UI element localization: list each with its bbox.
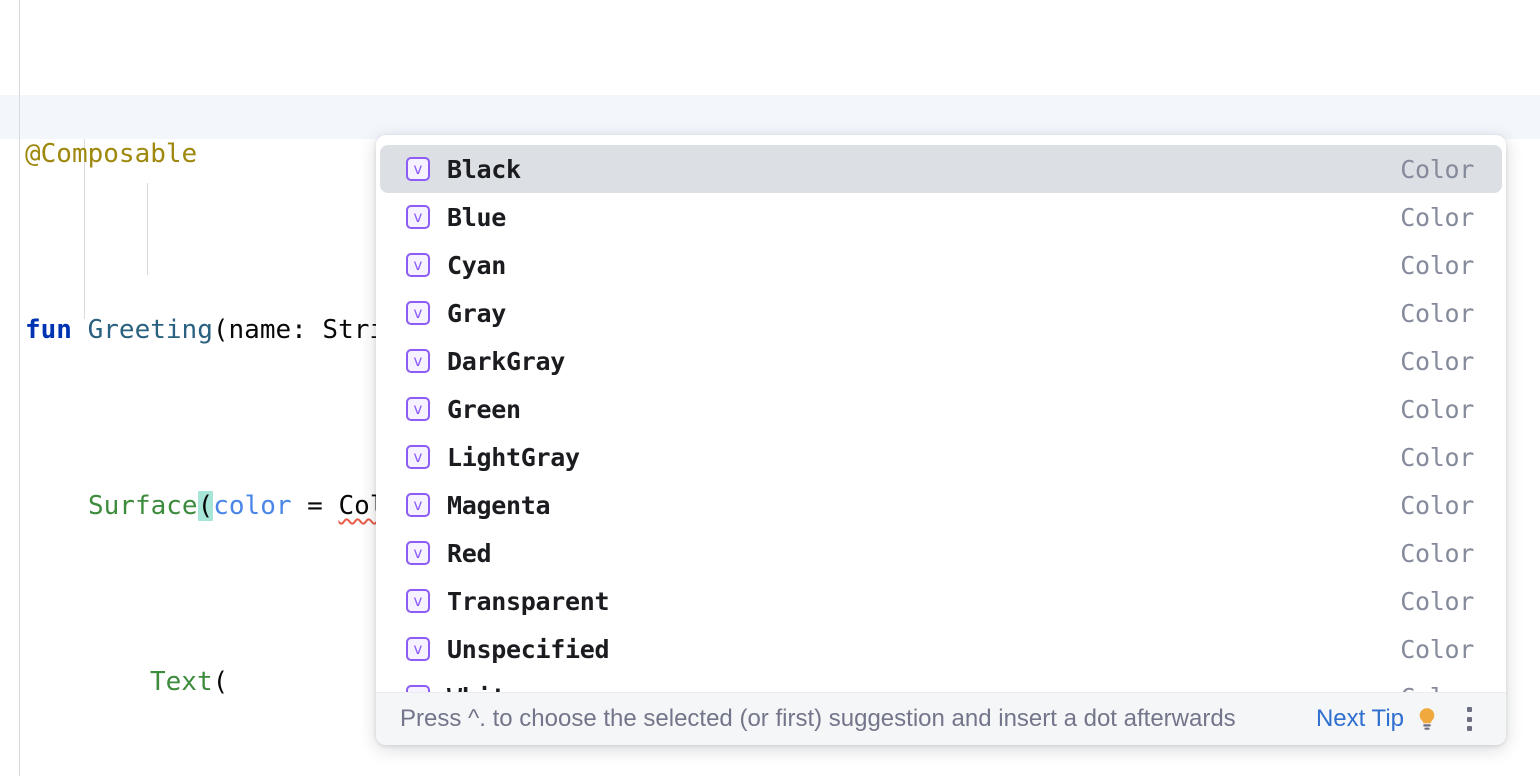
code-line-1: @Composable xyxy=(0,132,1540,176)
equals-token: = xyxy=(291,491,339,521)
completion-item-green[interactable]: v Green Color xyxy=(380,385,1502,433)
kebab-dot xyxy=(1466,716,1472,722)
property-v-icon: v xyxy=(406,157,430,181)
completion-item-darkgray[interactable]: v DarkGray Color xyxy=(380,337,1502,385)
property-v-icon: v xyxy=(406,589,430,613)
completion-item-unspecified[interactable]: v Unspecified Color xyxy=(380,625,1502,673)
completion-item-transparent[interactable]: v Transparent Color xyxy=(380,577,1502,625)
completion-item-magenta[interactable]: v Magenta Color xyxy=(380,481,1502,529)
property-v-icon: v xyxy=(406,493,430,517)
completion-item-label: Red xyxy=(447,538,492,568)
text-open-paren: ( xyxy=(212,667,229,697)
completion-item-type: Color xyxy=(1400,346,1474,376)
code-line-4: Text( xyxy=(0,660,1540,704)
completion-item-type: Color xyxy=(1400,634,1474,664)
kebab-dot xyxy=(1466,707,1472,712)
property-v-icon: v xyxy=(406,637,430,661)
surface-call-token: Surface xyxy=(88,491,198,521)
completion-item-type: Color xyxy=(1400,490,1474,520)
property-v-icon: v xyxy=(406,205,430,229)
completion-item-cyan[interactable]: v Cyan Color xyxy=(380,241,1502,289)
completion-item-red[interactable]: v Red Color xyxy=(380,529,1502,577)
annotation-token: @Composable xyxy=(25,139,198,169)
completion-item-label: Unspecified xyxy=(447,634,610,664)
completion-item-label: Green xyxy=(447,394,521,424)
space xyxy=(72,315,88,345)
named-arg-color-token: color xyxy=(213,491,292,521)
completion-hint-bar: Press ^. to choose the selected (or firs… xyxy=(376,692,1506,745)
completion-item-black[interactable]: v Black Color xyxy=(380,145,1502,193)
next-tip-link[interactable]: Next Tip xyxy=(1315,705,1404,732)
completion-item-type: Color xyxy=(1400,154,1474,184)
completion-item-label: Black xyxy=(447,154,521,184)
completion-item-label: Gray xyxy=(447,298,507,328)
property-v-icon: v xyxy=(406,541,430,565)
property-v-icon: v xyxy=(406,301,430,325)
completion-item-type: Color xyxy=(1400,442,1474,472)
kebab-menu-icon[interactable] xyxy=(1458,705,1480,733)
completion-item-label: Blue xyxy=(447,202,507,232)
completion-item-label: LightGray xyxy=(447,442,580,472)
keyword-fun-token: fun xyxy=(25,315,72,345)
completion-item-type: Color xyxy=(1400,202,1474,232)
completion-item-type: Color xyxy=(1400,250,1474,280)
completion-item-label: Cyan xyxy=(447,250,507,280)
matched-open-paren: ( xyxy=(197,491,214,521)
gutter-divider xyxy=(19,0,20,776)
property-v-icon: v xyxy=(406,253,430,277)
completion-item-gray[interactable]: v Gray Color xyxy=(380,289,1502,337)
indent-guide xyxy=(147,183,148,275)
completion-item-type: Color xyxy=(1400,538,1474,568)
caret-line-highlight xyxy=(0,95,1540,139)
property-v-icon: v xyxy=(406,445,430,469)
completion-item-type: Color xyxy=(1400,298,1474,328)
property-v-icon: v xyxy=(406,397,430,421)
completion-item-label: DarkGray xyxy=(447,346,566,376)
kebab-dot xyxy=(1466,726,1472,731)
completion-item-label: Magenta xyxy=(447,490,551,520)
completion-item-label: Transparent xyxy=(447,586,610,616)
completion-item-type: Color xyxy=(1400,394,1474,424)
completion-item-lightgray[interactable]: v LightGray Color xyxy=(380,433,1502,481)
text-call-token: Text xyxy=(150,667,213,697)
hint-text: Press ^. to choose the selected (or firs… xyxy=(400,705,1236,732)
indent-guide xyxy=(84,139,85,319)
property-v-icon: v xyxy=(406,349,430,373)
function-name-token: Greeting xyxy=(87,315,213,345)
lightbulb-icon[interactable] xyxy=(1414,706,1440,732)
completion-item-blue[interactable]: v Blue Color xyxy=(380,193,1502,241)
completion-item-type: Color xyxy=(1400,586,1474,616)
